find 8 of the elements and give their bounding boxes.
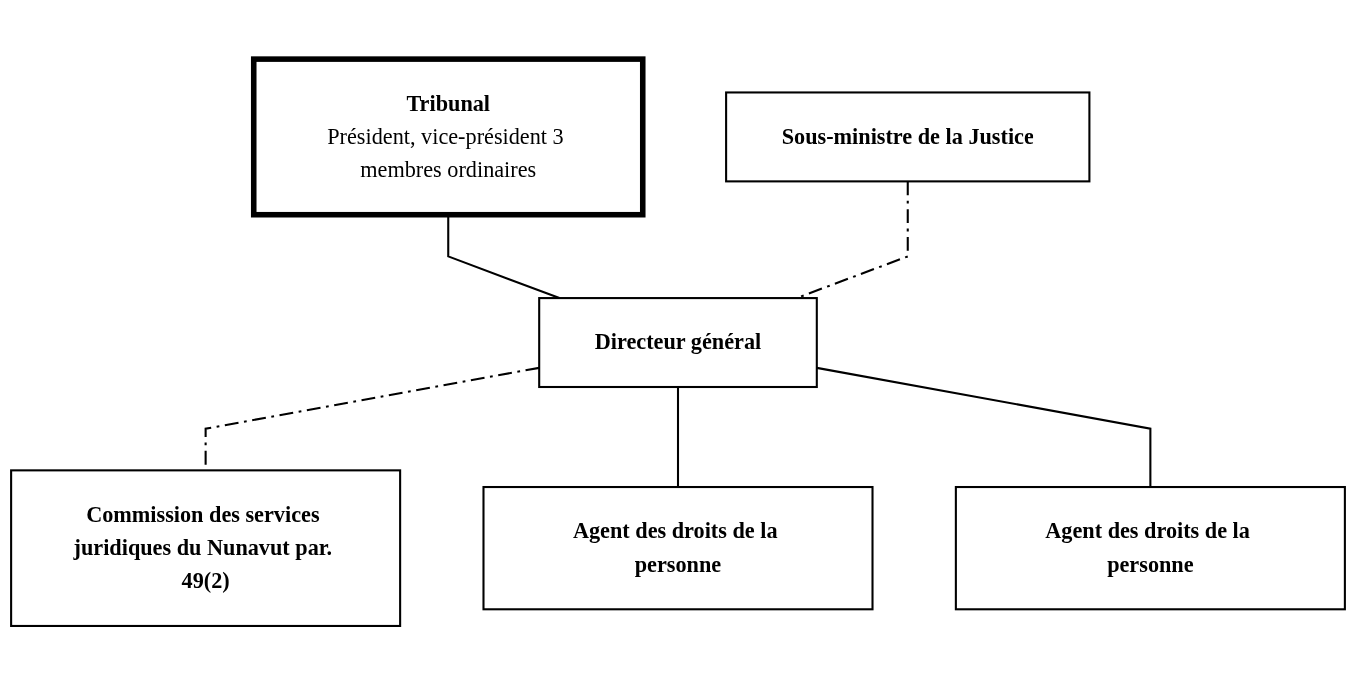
node-box: Directeur général bbox=[538, 297, 818, 388]
connector bbox=[676, 386, 680, 487]
node-box: Sous-ministre de la Justice bbox=[725, 91, 1091, 183]
node-box: Agent des droits de la personne bbox=[482, 485, 874, 611]
node-box: Commission des services juridiques du Nunavut par. 49(2) bbox=[10, 469, 402, 627]
node-box: Tribunal Président, vice-président 3 membres ordinaires bbox=[250, 56, 646, 218]
connector bbox=[816, 366, 1152, 487]
node-box: Agent des droits de la personne bbox=[954, 485, 1346, 611]
